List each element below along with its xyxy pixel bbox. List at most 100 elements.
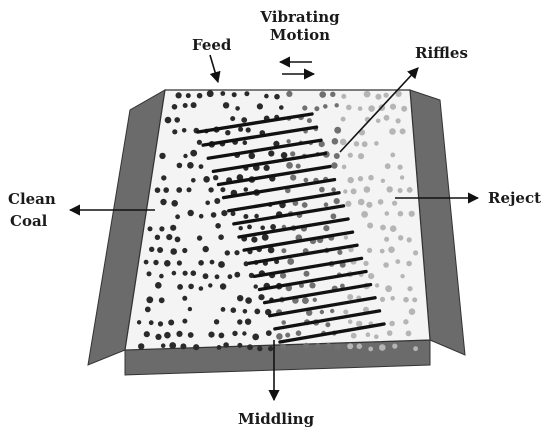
particle bbox=[345, 200, 352, 207]
particle bbox=[389, 103, 397, 110]
particle bbox=[379, 296, 386, 302]
particle bbox=[295, 163, 301, 169]
particle bbox=[225, 130, 231, 136]
particle bbox=[343, 309, 349, 315]
particle bbox=[281, 320, 287, 325]
particle bbox=[302, 297, 309, 304]
particle bbox=[215, 223, 221, 229]
particle bbox=[187, 209, 194, 217]
particle bbox=[279, 105, 284, 110]
particle bbox=[242, 331, 247, 336]
particle bbox=[230, 211, 236, 217]
riffle bbox=[262, 282, 373, 305]
particle bbox=[388, 246, 395, 253]
particle bbox=[380, 178, 386, 183]
particle bbox=[154, 187, 161, 193]
particle bbox=[383, 114, 390, 121]
riffle bbox=[206, 138, 323, 160]
particle bbox=[148, 320, 154, 326]
particle bbox=[187, 306, 193, 312]
particle bbox=[366, 201, 373, 208]
particle bbox=[408, 210, 415, 217]
particle bbox=[384, 163, 391, 170]
particle bbox=[374, 141, 379, 146]
particle bbox=[230, 307, 237, 314]
particle bbox=[264, 93, 269, 99]
particle bbox=[224, 250, 230, 256]
particle bbox=[303, 270, 310, 277]
particle bbox=[236, 174, 244, 181]
particle bbox=[285, 332, 291, 338]
particle bbox=[401, 105, 408, 112]
particle bbox=[218, 261, 225, 268]
particle bbox=[218, 234, 224, 240]
particle bbox=[181, 128, 187, 133]
particle bbox=[203, 176, 210, 183]
particle bbox=[188, 283, 194, 290]
particle bbox=[347, 343, 354, 350]
particle bbox=[198, 213, 204, 219]
particle bbox=[314, 106, 320, 112]
riffles-arrow bbox=[339, 67, 419, 153]
particle bbox=[230, 116, 236, 122]
particle bbox=[295, 330, 302, 337]
particle bbox=[306, 118, 312, 124]
particle bbox=[223, 342, 229, 348]
particle bbox=[208, 283, 213, 288]
particle bbox=[164, 331, 171, 339]
riffle bbox=[278, 322, 386, 344]
particle bbox=[210, 212, 217, 218]
vibrating-motion-label-line1: Vibrating bbox=[259, 8, 340, 26]
particle bbox=[157, 321, 164, 327]
particle bbox=[280, 152, 288, 159]
particle bbox=[171, 104, 178, 110]
particle bbox=[263, 164, 270, 171]
particle bbox=[323, 104, 328, 109]
particle bbox=[323, 202, 329, 207]
particle bbox=[146, 271, 152, 277]
particle bbox=[383, 92, 389, 98]
particle bbox=[252, 333, 260, 341]
particle bbox=[237, 319, 243, 325]
clean-coal-label-line1: Clean bbox=[8, 190, 56, 208]
particle bbox=[290, 151, 296, 157]
particle bbox=[172, 129, 178, 135]
particle bbox=[191, 178, 196, 183]
particle bbox=[244, 91, 250, 97]
particle bbox=[333, 153, 340, 159]
particle bbox=[214, 274, 220, 280]
particle bbox=[357, 198, 365, 206]
particle bbox=[347, 319, 353, 325]
particle bbox=[209, 259, 215, 265]
particle bbox=[407, 286, 413, 292]
particle bbox=[384, 211, 390, 216]
particle bbox=[251, 236, 258, 243]
particle bbox=[286, 162, 293, 169]
particle bbox=[144, 306, 151, 313]
particle bbox=[348, 246, 354, 253]
particle bbox=[159, 273, 164, 279]
particle bbox=[198, 286, 204, 291]
particle bbox=[350, 332, 357, 339]
particle bbox=[243, 261, 249, 267]
particle bbox=[301, 202, 308, 208]
particle bbox=[302, 105, 308, 111]
particle bbox=[368, 346, 374, 352]
particle bbox=[334, 343, 341, 351]
particle bbox=[161, 175, 167, 181]
particle bbox=[245, 297, 252, 304]
particle bbox=[374, 334, 379, 340]
particle bbox=[323, 225, 330, 232]
particle bbox=[281, 248, 287, 254]
particle bbox=[183, 153, 188, 159]
particle bbox=[337, 249, 343, 255]
particle bbox=[357, 153, 365, 160]
particle bbox=[196, 235, 203, 241]
particle bbox=[413, 346, 418, 352]
particle bbox=[406, 187, 413, 193]
particle bbox=[220, 91, 226, 96]
riffle bbox=[216, 164, 332, 187]
particle bbox=[368, 174, 374, 181]
particle bbox=[353, 141, 360, 147]
